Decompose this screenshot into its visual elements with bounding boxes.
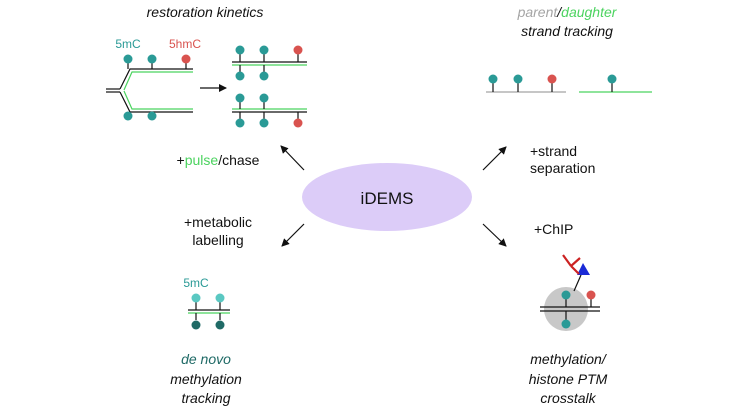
- antibody-icon: [562, 254, 581, 275]
- label-5mc-top: 5mC: [115, 37, 141, 51]
- ptm-mark-icon: [577, 263, 590, 275]
- fork-top-5hmc: [181, 54, 191, 69]
- nucleosome: [544, 287, 588, 331]
- arrow-bottom-left: [281, 223, 305, 247]
- parent-strand: [486, 74, 566, 93]
- center-label: iDEMS: [361, 189, 414, 208]
- strand-tracking-title-line2: strand tracking: [521, 23, 613, 39]
- arrow-top-right: [482, 146, 507, 171]
- arrow-bottom-right: [482, 223, 507, 247]
- crosstalk-title-line1: methylation/: [530, 351, 608, 367]
- strand-tracking-title-line1: parent/daughter: [517, 4, 618, 20]
- de-novo-duplex: [188, 293, 230, 330]
- crosstalk-title-line2: histone PTM: [529, 371, 608, 387]
- daughter-duplexes: [232, 45, 307, 128]
- de-novo-title-line2: methylation: [170, 371, 242, 387]
- daughter-strand: [579, 74, 652, 93]
- arrow-top-left: [280, 145, 305, 171]
- center-ellipse: [302, 163, 472, 231]
- fork-bottom-5mc-1: [123, 111, 133, 121]
- fork-top-5mc-1: [123, 54, 133, 69]
- fork-bottom-5mc-2: [147, 111, 157, 121]
- pulse-chase-label: +pulse/chase: [177, 152, 260, 168]
- label-5hmc-top: 5hmC: [169, 37, 201, 51]
- restoration-kinetics-title: restoration kinetics: [147, 4, 264, 20]
- crosstalk-title-line3: crosstalk: [540, 390, 596, 406]
- strand-separation-line2: separation: [530, 160, 595, 176]
- de-novo-title-line1: de novo: [181, 351, 231, 367]
- fork-top-5mc-2: [147, 54, 157, 69]
- chip-label: +ChIP: [534, 221, 573, 237]
- metabolic-labelling-line1: +metabolic: [184, 214, 252, 230]
- nucleosome-chip: [540, 254, 600, 331]
- histone-tail: [573, 274, 582, 292]
- label-5mc-bottom: 5mC: [183, 276, 209, 290]
- de-novo-title-line3: tracking: [181, 390, 230, 406]
- strand-separation-line1: +strand: [530, 143, 577, 159]
- replication-fork: [106, 54, 193, 121]
- metabolic-labelling-line2: labelling: [192, 232, 243, 248]
